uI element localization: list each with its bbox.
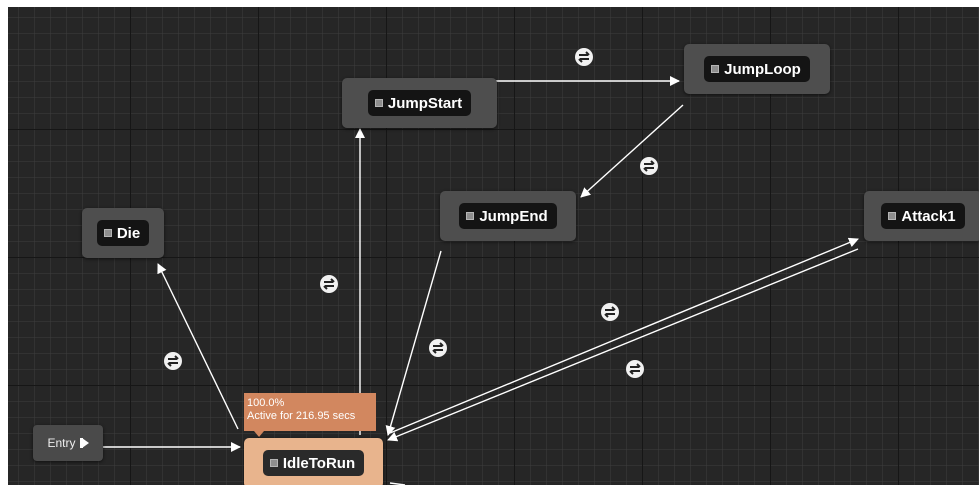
state-icon <box>103 229 112 237</box>
transition-arrows-icon[interactable] <box>320 275 338 293</box>
link-jumpend-to-idletorun <box>385 250 442 436</box>
link-idletorun-to-die <box>157 263 239 430</box>
tooltip-weight: 100.0% <box>247 397 285 409</box>
link-jumploop-to-jumpend <box>580 104 684 198</box>
state-label: JumpLoop <box>724 60 801 78</box>
state-label: JumpEnd <box>479 207 548 225</box>
state-jumpstart[interactable]: JumpStart <box>342 78 497 128</box>
link-attack1-to-idletorun <box>387 248 859 442</box>
state-icon <box>269 459 278 467</box>
transition-arrows-icon[interactable] <box>626 360 644 378</box>
state-idletorun-active[interactable]: IdleToRun <box>244 438 383 485</box>
transition-arrows-icon[interactable] <box>601 303 619 321</box>
entry-label: Entry <box>47 436 76 450</box>
state-label: IdleToRun <box>282 454 356 472</box>
state-icon <box>888 212 897 220</box>
state-label: JumpStart <box>387 94 463 112</box>
state-label: Die <box>116 224 141 242</box>
state-machine-graph[interactable]: Entry JumpStart JumpLoop JumpEnd Die Att… <box>8 7 979 485</box>
state-jumpend[interactable]: JumpEnd <box>440 191 576 241</box>
transition-links <box>103 76 859 485</box>
transition-arrows-icon[interactable] <box>575 48 593 66</box>
link-idletorun-to-attack1 <box>389 237 859 434</box>
entry-node[interactable]: Entry <box>33 425 103 461</box>
state-icon <box>374 99 383 107</box>
transition-arrows-icon[interactable] <box>429 339 447 357</box>
state-label: Attack1 <box>901 207 956 225</box>
transition-arrows-icon[interactable] <box>164 352 182 370</box>
play-arrow-icon <box>79 438 89 448</box>
state-attack1[interactable]: Attack1 <box>864 191 979 241</box>
state-icon <box>466 212 475 220</box>
tooltip-status: Active for 216.95 secs <box>247 410 356 422</box>
state-jumploop[interactable]: JumpLoop <box>684 44 830 94</box>
state-icon <box>711 65 720 73</box>
transition-arrows-icon[interactable] <box>640 157 658 175</box>
state-die[interactable]: Die <box>82 208 164 258</box>
active-state-tooltip: 100.0% Active for 216.95 secs <box>244 393 376 437</box>
